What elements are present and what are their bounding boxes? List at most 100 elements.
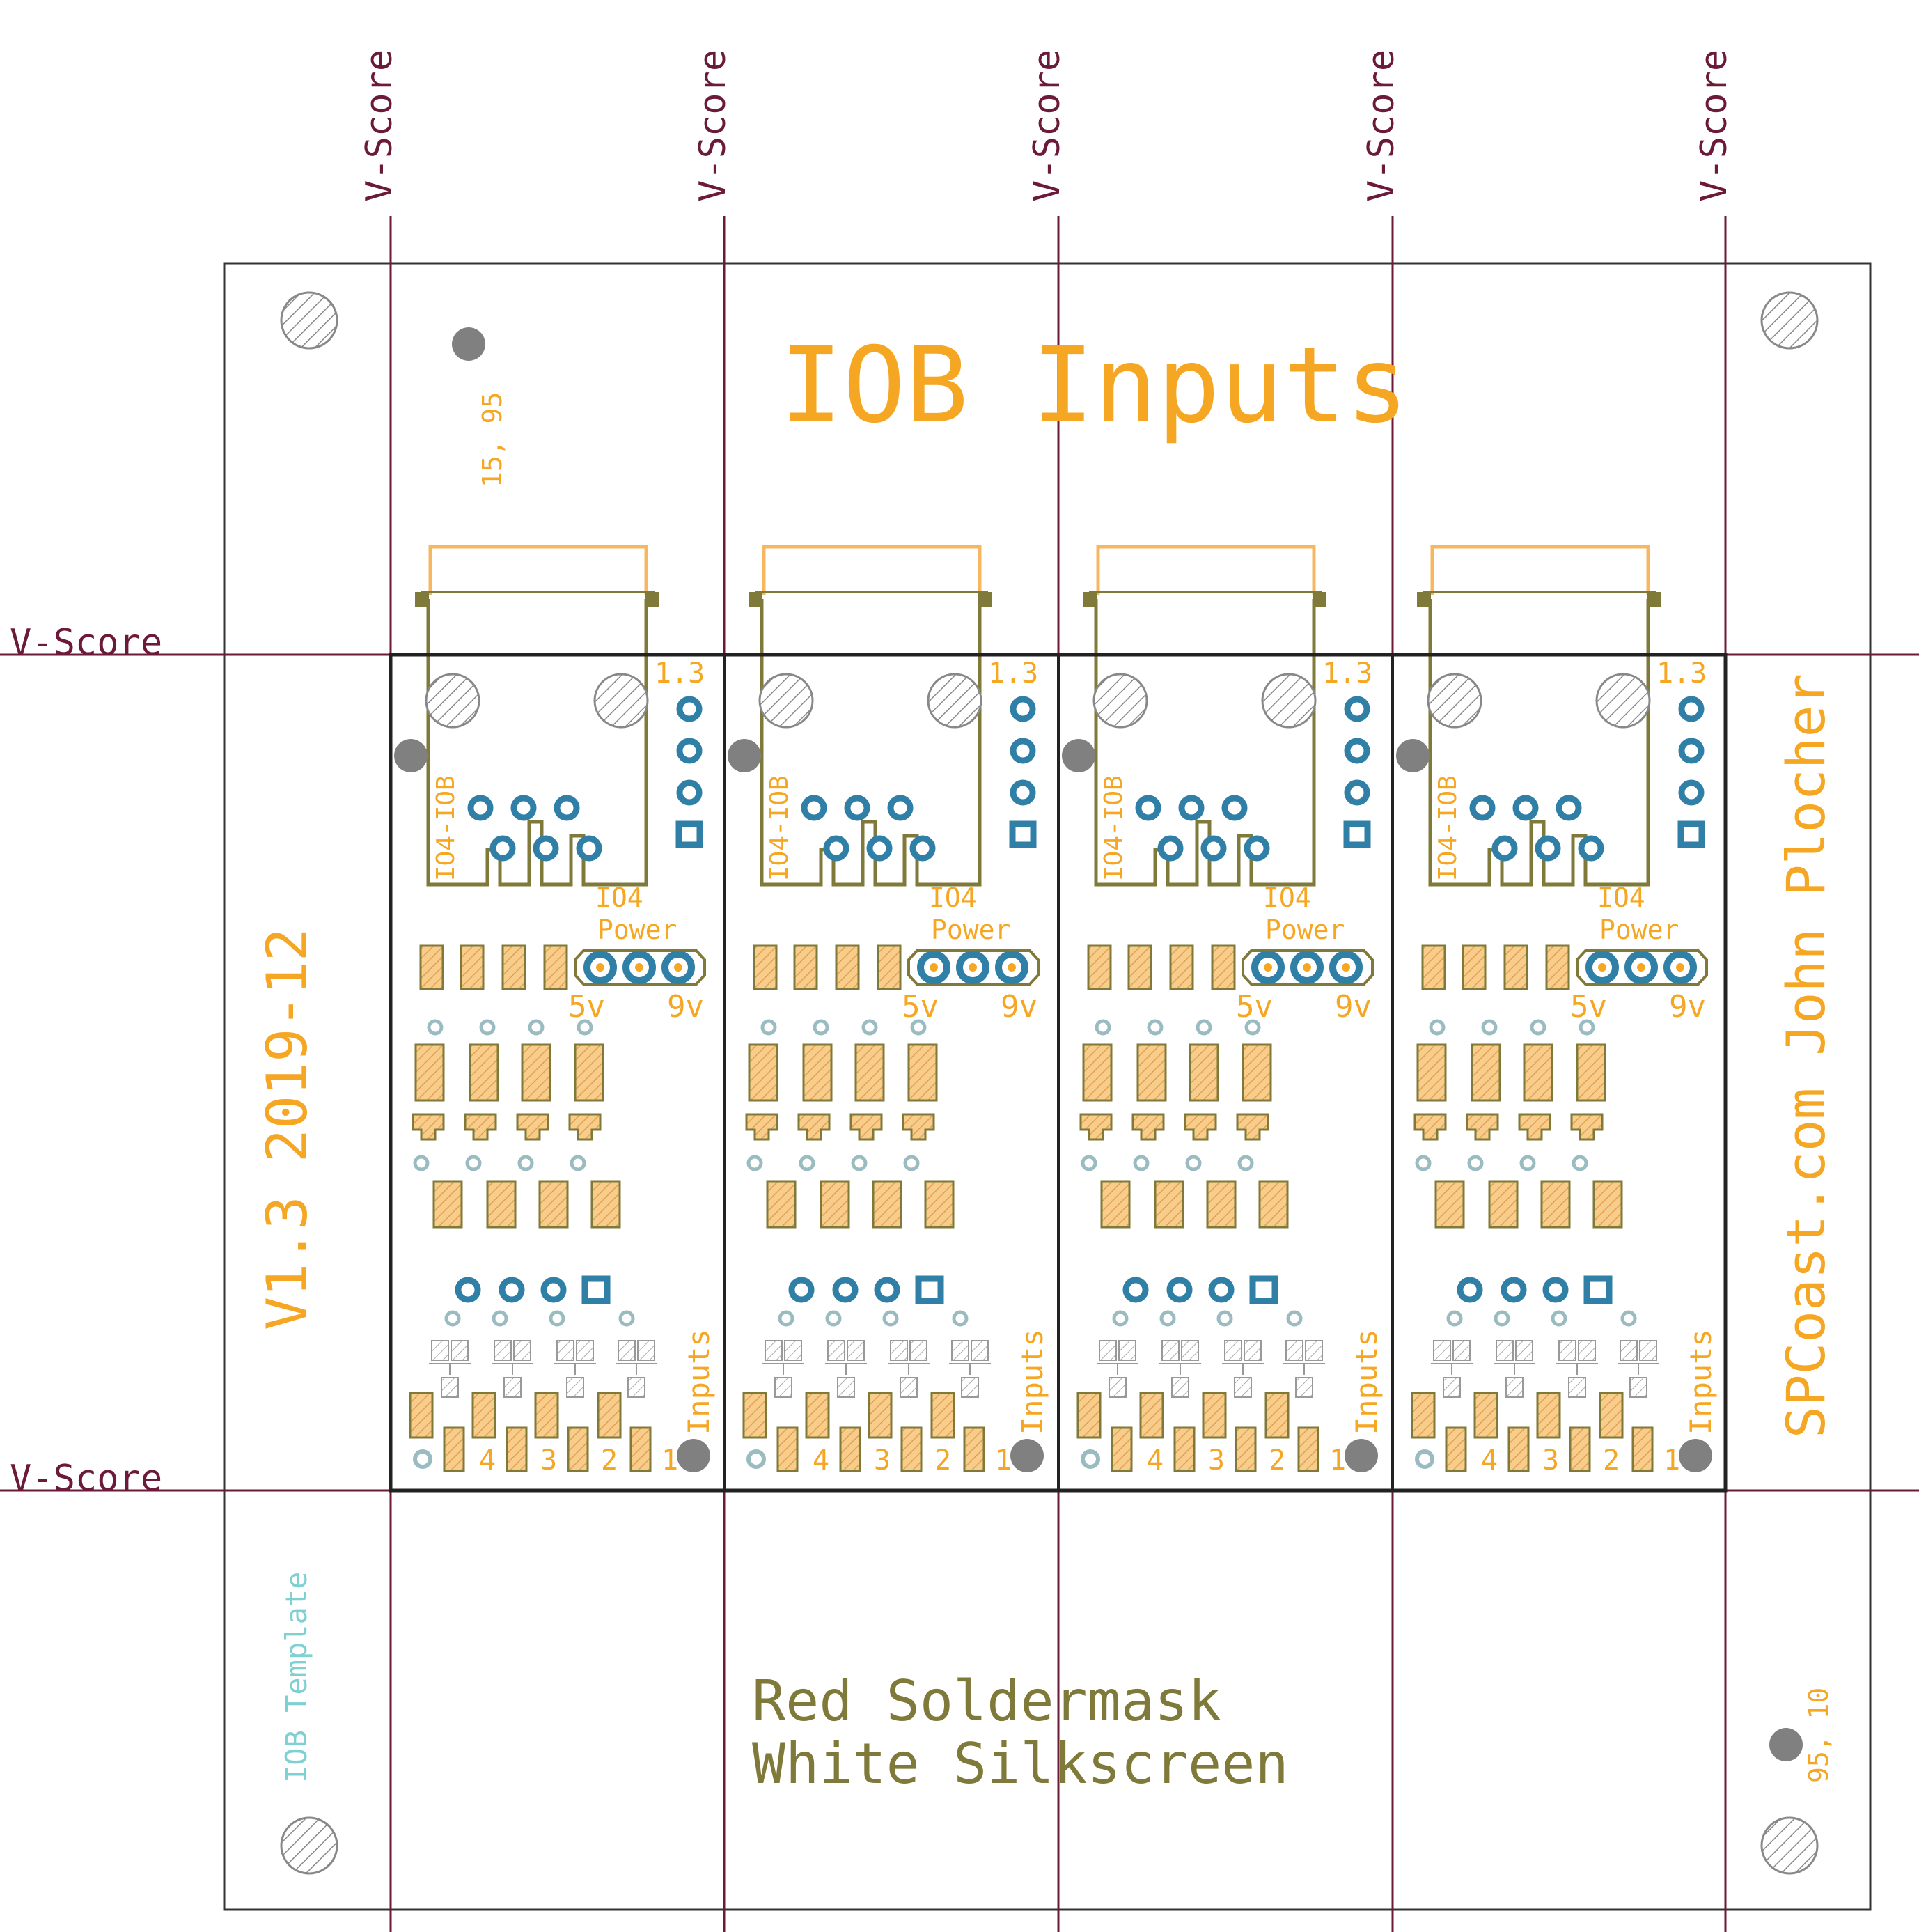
channel-number: 4 xyxy=(1147,1444,1164,1477)
resistor-small xyxy=(419,944,444,990)
jack-top-outline xyxy=(1096,545,1316,595)
via xyxy=(1216,1310,1233,1327)
opto-pad xyxy=(1629,1377,1647,1398)
opto-pad xyxy=(1224,1340,1242,1361)
resistor-small xyxy=(1087,944,1112,990)
opto-pad xyxy=(1118,1340,1136,1361)
jack-pin xyxy=(489,835,516,862)
conn-label: IO4 xyxy=(1597,882,1645,913)
opto-outline xyxy=(1494,1363,1535,1375)
jack-pin xyxy=(1578,835,1604,862)
resistor-small xyxy=(543,944,568,990)
jack-pin xyxy=(1157,835,1184,862)
header-pin xyxy=(1010,696,1036,722)
note-line-2: White Silkscreen xyxy=(752,1731,1289,1796)
resistor-bottom xyxy=(1599,1392,1624,1439)
header-pin xyxy=(1678,696,1705,722)
diode-bottom xyxy=(629,1426,652,1472)
via xyxy=(1415,1449,1434,1469)
header-pin xyxy=(676,779,703,806)
opto-outline xyxy=(429,1363,471,1375)
jack-pin xyxy=(1491,835,1518,862)
opto-pad xyxy=(1639,1340,1657,1361)
via xyxy=(746,1155,763,1171)
resistor-row3 xyxy=(820,1180,850,1229)
terminal-pin-square xyxy=(581,1275,611,1304)
via xyxy=(1481,1019,1498,1036)
header-pin xyxy=(1344,738,1370,764)
resistor-large xyxy=(469,1043,499,1102)
jack-pin xyxy=(510,795,537,821)
via xyxy=(1112,1310,1129,1327)
fiducial-dot-lower xyxy=(1010,1439,1044,1472)
via xyxy=(427,1019,444,1036)
jack-top-outline xyxy=(428,545,648,595)
power-5v-label: 5v xyxy=(1570,989,1607,1025)
resistor-row3 xyxy=(590,1180,621,1229)
terminal-pin xyxy=(455,1277,481,1303)
resistor-large xyxy=(1416,1043,1447,1102)
jack-tab-left xyxy=(1417,592,1431,607)
terminal-pin xyxy=(1166,1277,1193,1303)
channel-number: 1 xyxy=(995,1444,1012,1477)
via xyxy=(746,1449,766,1469)
via xyxy=(760,1019,777,1036)
power-pin-center xyxy=(1008,963,1016,972)
jack-pin xyxy=(887,795,914,821)
transistor xyxy=(1413,1113,1447,1141)
fiducial-dot-upper xyxy=(1062,739,1095,772)
via xyxy=(778,1310,794,1327)
fiducial-dot-lower xyxy=(1345,1439,1378,1472)
resistor-row3 xyxy=(538,1180,569,1229)
via xyxy=(1185,1155,1202,1171)
resistor-bottom xyxy=(742,1392,767,1439)
via xyxy=(479,1019,496,1036)
diode-bottom xyxy=(839,1426,861,1472)
via xyxy=(1133,1155,1150,1171)
resistor-small xyxy=(1421,944,1446,990)
jack-outline xyxy=(760,599,982,887)
via xyxy=(813,1019,829,1036)
opto-outline xyxy=(888,1363,930,1375)
power-pin-center xyxy=(1303,963,1311,972)
resistor-small xyxy=(753,944,778,990)
module-dividers xyxy=(723,655,1394,1490)
fiducial-bottom-right xyxy=(1769,1728,1803,1761)
resistor-bottom xyxy=(471,1392,496,1439)
terminal-pin xyxy=(788,1277,815,1303)
power-pin-center xyxy=(635,963,643,972)
jack-tab-left xyxy=(1083,592,1097,607)
transistor xyxy=(1079,1113,1113,1141)
resistor-row3 xyxy=(486,1180,517,1229)
jack-label: IO4-IOB xyxy=(432,775,460,881)
jack-label: IO4-IOB xyxy=(765,775,794,881)
channel-number: 1 xyxy=(661,1444,678,1477)
via xyxy=(1579,1019,1595,1036)
mounting-hole-bl xyxy=(280,1816,338,1875)
jack-pin xyxy=(1221,795,1248,821)
resistor-row3 xyxy=(1434,1180,1465,1229)
channel-number: 3 xyxy=(540,1444,557,1477)
resistor-small xyxy=(1545,944,1570,990)
jack-hole-left xyxy=(1092,673,1148,729)
opto-pad xyxy=(494,1340,512,1361)
opto-pad xyxy=(765,1340,783,1361)
vscore-lines xyxy=(0,216,1919,1932)
transistor xyxy=(1236,1113,1269,1141)
resistor-large xyxy=(907,1043,938,1102)
header-pin xyxy=(1010,738,1036,764)
resistor-large xyxy=(1576,1043,1606,1102)
vscore-label-v1: V-Score xyxy=(359,49,400,202)
power-pin-center xyxy=(1676,963,1684,972)
fiducial-top-left xyxy=(452,327,485,361)
via xyxy=(1572,1155,1588,1171)
via xyxy=(882,1310,899,1327)
terminal-pin xyxy=(540,1277,567,1303)
resistor-large xyxy=(1136,1043,1167,1102)
resistor-large xyxy=(748,1043,778,1102)
resistor-large xyxy=(1523,1043,1553,1102)
resistor-large xyxy=(1471,1043,1501,1102)
via xyxy=(413,1155,430,1171)
